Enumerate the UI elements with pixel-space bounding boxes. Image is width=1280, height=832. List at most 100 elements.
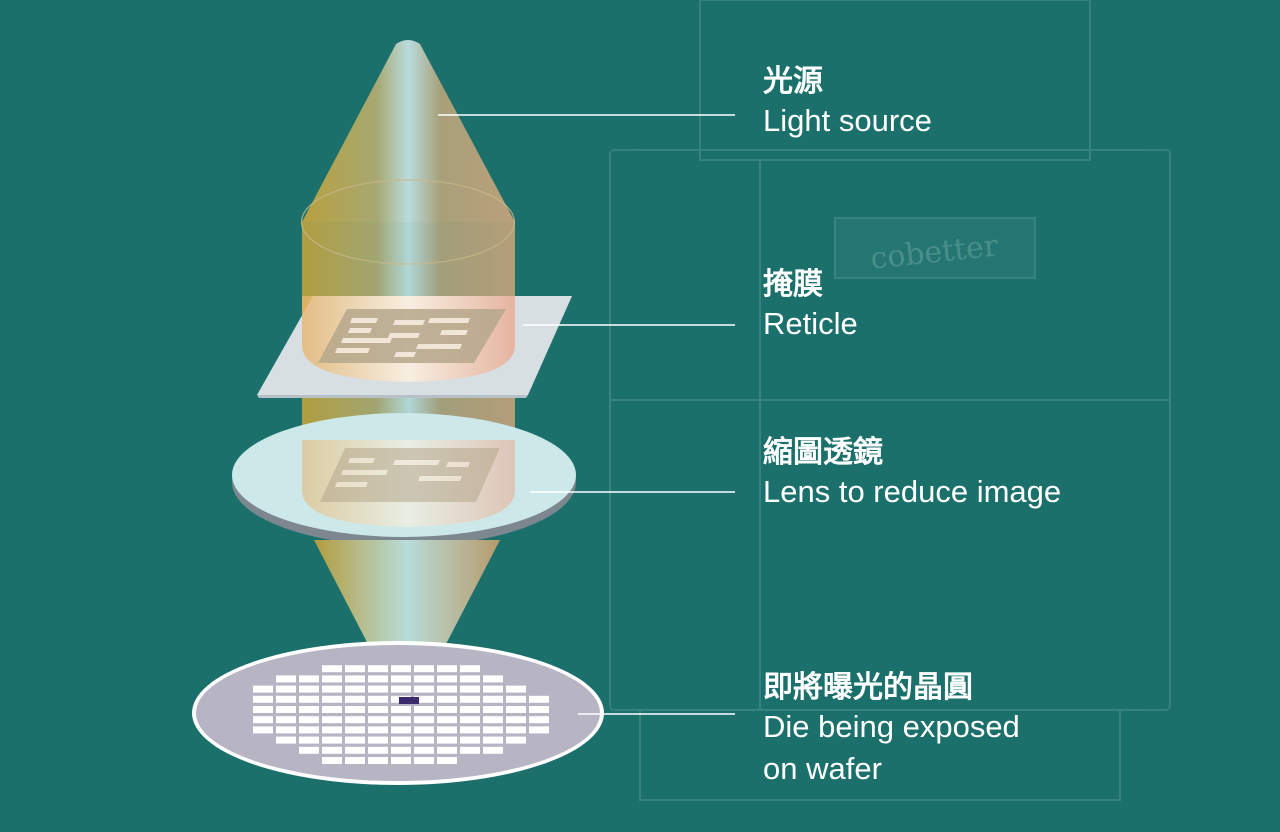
wafer-die	[460, 675, 480, 683]
wafer-die	[368, 685, 388, 693]
wafer-die	[276, 716, 296, 724]
label-wafer-zh: 即將曝光的晶圓	[763, 670, 973, 705]
wafer-die	[299, 706, 319, 713]
wafer-die	[345, 706, 365, 713]
wafer-die	[391, 757, 411, 764]
wafer-die	[322, 736, 342, 744]
lens-image-pattern	[320, 448, 500, 502]
wafer-die	[529, 706, 549, 713]
wafer-die	[460, 716, 480, 724]
wafer-die	[345, 716, 365, 724]
wafer-die	[368, 665, 388, 673]
wafer-die	[483, 736, 503, 744]
wafer-die	[368, 716, 388, 724]
reticle-pattern	[318, 309, 506, 363]
wafer-die	[437, 757, 457, 764]
leader-lines	[438, 114, 735, 715]
wafer-die	[529, 716, 549, 724]
wafer-die	[253, 695, 273, 703]
wafer-die	[460, 746, 480, 754]
wafer-die-grid	[253, 665, 549, 764]
wafer-die	[322, 757, 342, 764]
wafer-die	[368, 726, 388, 734]
wafer-die	[414, 746, 434, 754]
wafer-die	[506, 706, 526, 713]
label-reticle: 掩膜 Reticle	[763, 267, 858, 345]
wafer-die	[506, 685, 526, 693]
wafer-die	[299, 716, 319, 724]
wafer-die	[276, 695, 296, 703]
wafer-die	[437, 746, 457, 754]
wafer-die	[414, 675, 434, 683]
wafer-die	[460, 736, 480, 744]
wafer-die	[414, 685, 434, 693]
wafer-die	[322, 685, 342, 693]
wafer-die	[483, 675, 503, 683]
wafer-die	[437, 695, 457, 703]
wafer-die	[345, 665, 365, 673]
wafer-die	[483, 746, 503, 754]
wafer-die	[299, 675, 319, 683]
wafer-die	[529, 695, 549, 703]
label-wafer-en: Die being exposed	[763, 709, 1020, 744]
label-light-source: 光源 Light source	[763, 64, 932, 142]
wafer-die	[414, 716, 434, 724]
wafer-die	[276, 685, 296, 693]
label-lens: 縮圖透鏡 Lens to reduce image	[763, 435, 1061, 513]
wafer-die	[253, 716, 273, 724]
wafer-die	[391, 665, 411, 673]
wafer-die	[529, 726, 549, 734]
wafer-die	[460, 695, 480, 703]
wafer-die	[391, 726, 411, 734]
wafer-die	[391, 675, 411, 683]
wafer-die	[253, 706, 273, 713]
label-lens-en: Lens to reduce image	[763, 474, 1062, 509]
wafer-die	[368, 757, 388, 764]
wafer-die	[322, 665, 342, 673]
wafer-die	[299, 736, 319, 744]
label-reticle-zh: 掩膜	[763, 267, 823, 302]
wafer-die	[345, 685, 365, 693]
wafer-die	[506, 716, 526, 724]
wafer-die	[368, 675, 388, 683]
wafer-die	[345, 757, 365, 764]
wafer-die	[276, 675, 296, 683]
wafer-die	[460, 726, 480, 734]
light-source-cone	[302, 40, 515, 222]
wafer-die	[391, 716, 411, 724]
wafer-die	[322, 675, 342, 683]
wafer-die	[322, 726, 342, 734]
wafer-die	[368, 736, 388, 744]
wafer-die	[483, 685, 503, 693]
background-machine	[609, 0, 1171, 801]
label-reticle-en: Reticle	[763, 306, 858, 341]
wafer-die	[322, 695, 342, 703]
wafer-die	[483, 726, 503, 734]
wafer-die	[414, 695, 434, 703]
wafer-die	[276, 726, 296, 734]
wafer-die	[299, 685, 319, 693]
wafer-die	[322, 716, 342, 724]
wafer-die	[414, 665, 434, 673]
wafer-die	[506, 736, 526, 744]
wafer-die	[437, 675, 457, 683]
wafer-die	[437, 706, 457, 713]
wafer-die	[368, 706, 388, 713]
label-light-source-zh: 光源	[763, 64, 823, 99]
exposed-die	[399, 697, 419, 704]
wafer-die	[414, 736, 434, 744]
wafer-die	[460, 665, 480, 673]
wafer-die	[391, 706, 411, 713]
wafer-die	[345, 726, 365, 734]
wafer-die	[414, 706, 434, 713]
wafer-die	[276, 706, 296, 713]
wafer-die	[506, 726, 526, 734]
wafer-die	[391, 736, 411, 744]
wafer-die	[414, 726, 434, 734]
wafer-die	[345, 746, 365, 754]
wafer-die	[460, 685, 480, 693]
wafer-die	[437, 685, 457, 693]
label-light-source-en: Light source	[763, 103, 932, 138]
wafer-die	[253, 685, 273, 693]
